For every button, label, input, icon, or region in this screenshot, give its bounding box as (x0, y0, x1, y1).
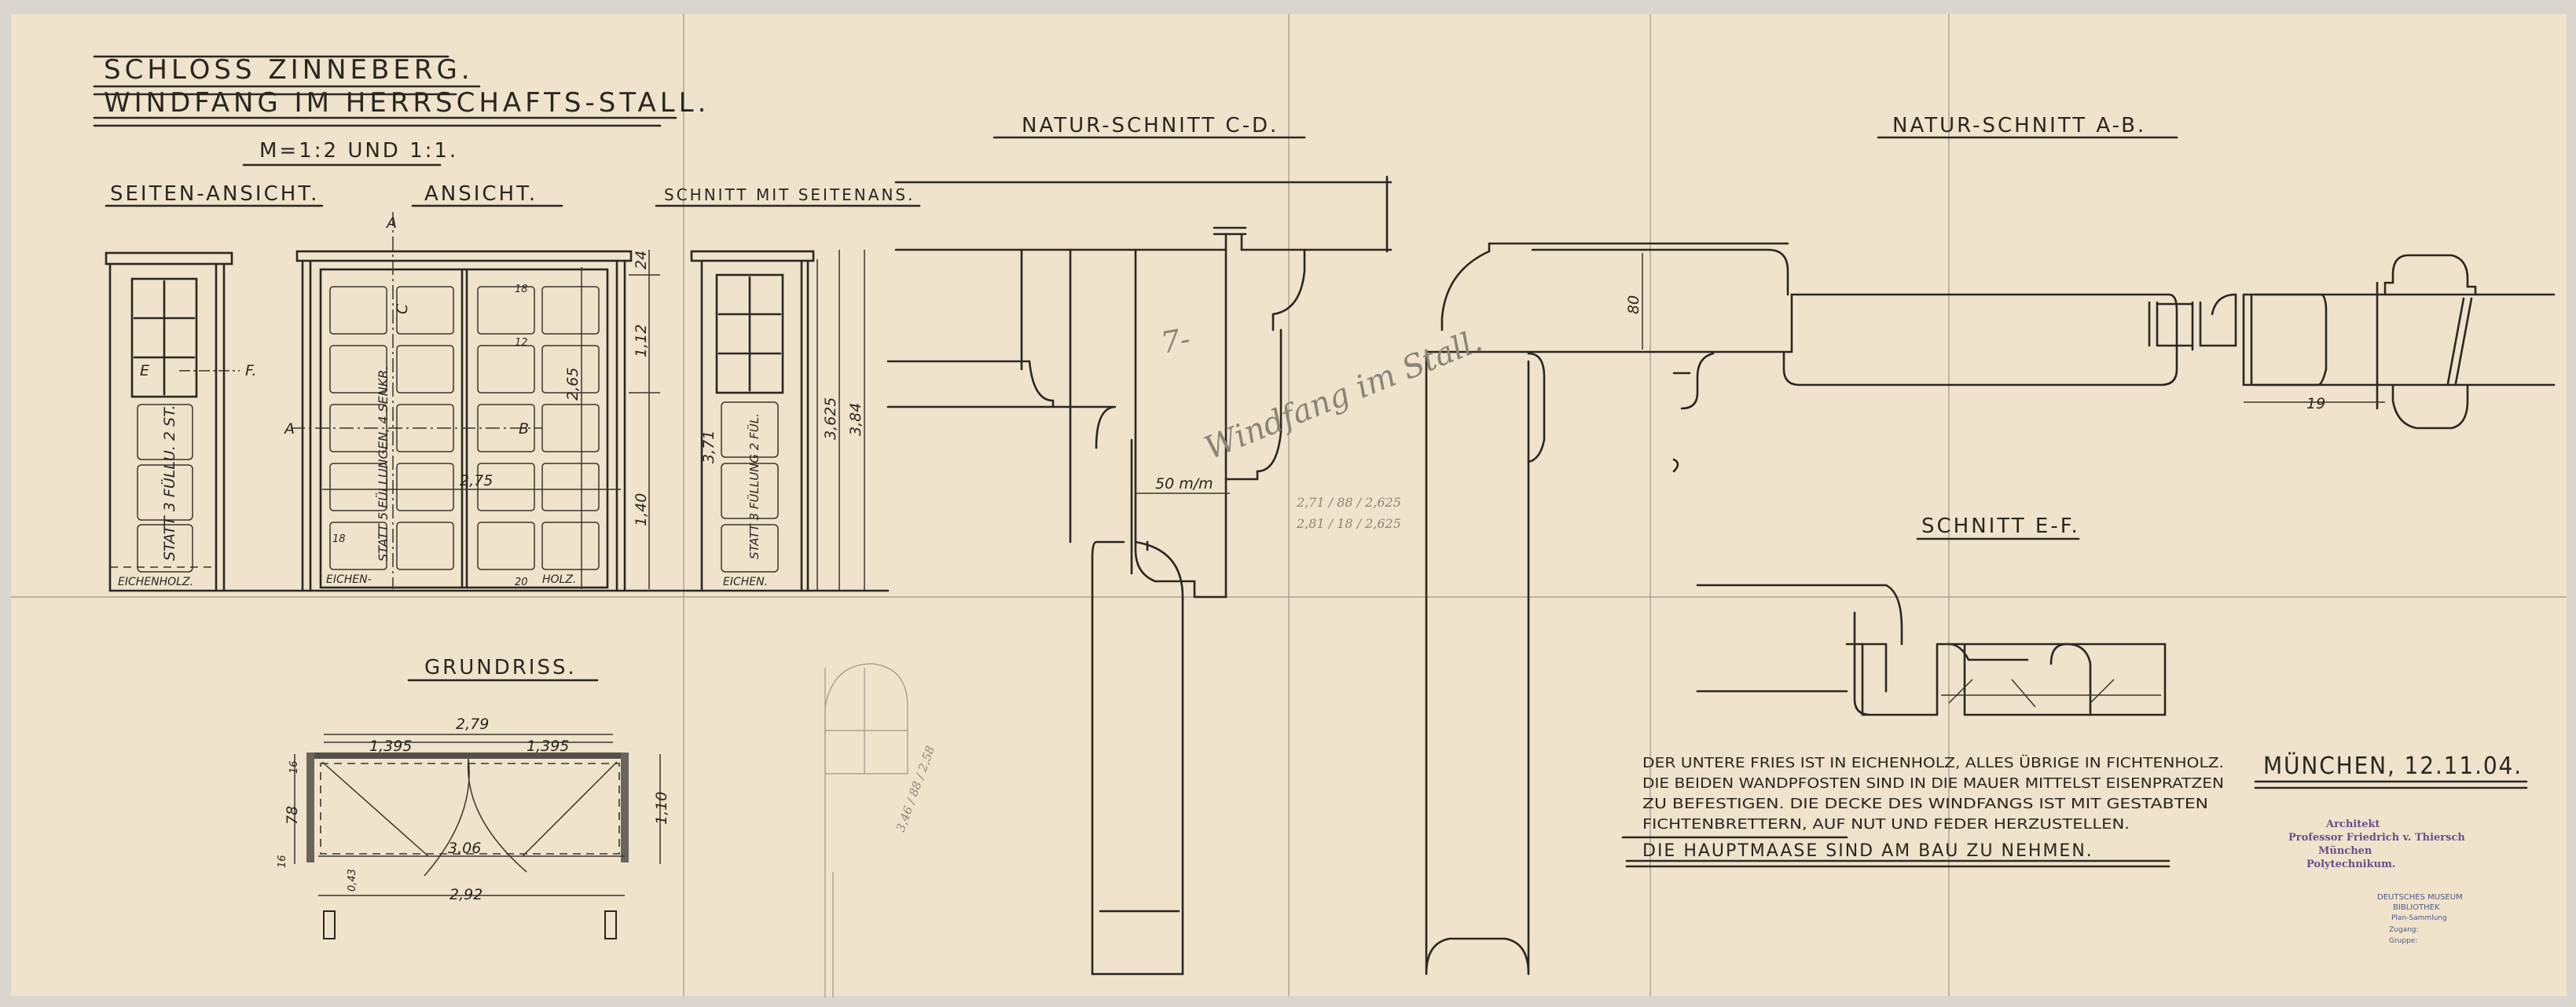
door-material-right: HOLZ. (542, 573, 576, 586)
dim-plan-leaf-right: 1,395 (527, 738, 569, 755)
mark-a: A (283, 420, 295, 438)
label-side-elevation: SEITEN-ANSICHT. (110, 182, 319, 206)
mark-e: E (140, 362, 149, 379)
dim-plan-total: 2,79 (456, 716, 489, 733)
dim-upper: 1,12 (633, 324, 650, 357)
dim-plan-opening: 2,92 (450, 886, 483, 903)
mark-f: F. (245, 362, 257, 379)
section-side-view: STATT 3 FÜLLUNG 2 FÜL. EICHEN. 3,71 3,62… (108, 250, 890, 592)
dim-plan-depth: 1,10 (653, 792, 670, 825)
stamp-museum-line-5: Gruppe: (2389, 937, 2417, 945)
stamp-architect-line-3: München (2318, 845, 2372, 857)
section-material: EICHEN. (723, 576, 768, 588)
door-panel (541, 345, 600, 394)
side-panels-note: STATT 3 FÜLLU. 2 ST. (160, 405, 178, 562)
dim-plan-jamb: 0,43 (347, 869, 358, 892)
note-line-3: ZU BEFESTIGEN. DIE DECKE DES WINDFANGS I… (1642, 796, 2208, 812)
stamp-museum-line-2: BIBLIOTHEK (2393, 903, 2440, 912)
title-block: SCHLOSS ZINNEBERG. WINDFANG IM HERRSCHAF… (93, 54, 710, 167)
door-panel (329, 286, 387, 335)
dim-plan-inner: 3,06 (448, 840, 481, 857)
door-panel (329, 404, 387, 452)
dim-door-width: 2,75 (460, 472, 493, 489)
dim-plan-small-1: 16 (288, 760, 300, 774)
door-panel (477, 463, 535, 511)
stamp-architect-line-2: Professor Friedrich v. Thiersch (2288, 832, 2465, 844)
stamp-architect-line-4: Polytechnikum. (2306, 859, 2395, 870)
dim-door-height: 2,65 (564, 368, 582, 401)
section-panels-note: STATT 3 FÜLLUNG 2 FÜL. (747, 413, 761, 559)
door-panel (329, 463, 387, 511)
door-panel (477, 522, 535, 570)
dim-profile-height: 80 (1625, 295, 1642, 314)
label-plan: GRUNDRISS. (424, 656, 577, 679)
dim-total-2: 3,625 (822, 397, 839, 440)
title-line-1: SCHLOSS ZINNEBERG. (104, 54, 474, 86)
mark-c: C (394, 303, 411, 314)
label-section-side: SCHNITT MIT SEITENANS. (664, 185, 915, 204)
dim-bottom: 20 (515, 577, 528, 588)
museum-stamp: DEUTSCHES MUSEUM BIBLIOTHEK Plan-Sammlun… (2377, 893, 2463, 945)
dim-ab-width: 19 (2306, 395, 2325, 412)
stamp-museum-line-3: Plan-Sammlung (2391, 914, 2447, 922)
door-panel (396, 522, 454, 570)
architect-stamp: Architekt Professor Friedrich v. Thiersc… (2288, 818, 2465, 870)
section-ab-profile: 80 19 (1425, 242, 2556, 976)
mark-a-top: A (385, 214, 397, 232)
scale-label: M=1:2 UND 1:1. (259, 139, 458, 163)
door-panels-note: STATT 5 FÜLLUNGEN, 4 SENKR. (376, 366, 391, 562)
title-line-2: WINDFANG IM HERRSCHAFTS-STALL. (104, 87, 710, 119)
front-elevation: A C STATT 5 FÜLLUNGEN, 4 SENKR. A B 2,75… (283, 212, 660, 592)
note-line-1: DER UNTERE FRIES IST IN EICHENHOLZ, ALLE… (1642, 754, 2224, 771)
note-main: DIE HAUPTMAASE SIND AM BAU ZU NEHMEN. (1642, 841, 2093, 861)
dim-profile-width: 50 m/m (1155, 475, 1213, 493)
door-panel (329, 345, 387, 394)
door-panel (396, 345, 454, 394)
dim-total-1: 3,71 (700, 430, 717, 463)
dim-top: 24 (633, 251, 650, 269)
notes-block: DER UNTERE FRIES IST IN EICHENHOLZ, ALLE… (1621, 752, 2528, 868)
dim-rail-top: 18 (515, 284, 528, 295)
side-elevation: STATT 3 FÜLLU. 2 ST. EICHENHOLZ. E F. (105, 251, 257, 592)
dim-lower: 1,40 (633, 493, 650, 526)
mark-b: B (519, 420, 529, 438)
dim-rail: 12 (515, 337, 528, 349)
label-section-ef: SCHNITT E-F. (1921, 514, 2080, 538)
dim-plan-side: 78 (284, 806, 301, 825)
door-panel (541, 522, 600, 570)
dim-stile: 18 (332, 533, 346, 545)
fold-lines (11, 14, 2567, 996)
label-section-ab: NATUR-SCHNITT A-B. (1892, 114, 2146, 137)
label-section-cd: NATUR-SCHNITT C-D. (1022, 114, 1279, 137)
door-panel (477, 345, 535, 394)
floor-plan: 2,79 1,395 1,395 3,06 2,92 1,10 78 16 16… (277, 668, 834, 998)
place-date: MÜNCHEN, 12.11.04. (2263, 752, 2523, 780)
door-panel (396, 286, 454, 335)
stamp-museum-line-4: Zugang: (2389, 926, 2419, 934)
section-cd-profile: 50 m/m (886, 175, 1393, 976)
door-panel (541, 463, 600, 511)
note-line-4: FICHTENBRETTERN, AUF NUT UND FEDER HERZU… (1642, 816, 2130, 833)
door-panel (541, 286, 600, 335)
section-ef-drawing (1696, 584, 2167, 716)
view-labels: SEITEN-ANSICHT. ANSICHT. SCHNITT MIT SEI… (105, 114, 2178, 682)
door-material-left: EICHEN- (326, 573, 372, 586)
dim-plan-small-2: 16 (277, 855, 288, 868)
pencil-calc-1: 2,71 / 88 / 2,625 (1296, 495, 1401, 510)
note-line-2: DIE BEIDEN WANDPFOSTEN SIND IN DIE MAUER… (1642, 775, 2224, 792)
door-panel (329, 522, 387, 570)
dim-total-3: 3,84 (847, 403, 864, 436)
pencil-number: 7- (1158, 321, 1193, 361)
door-panel (396, 463, 454, 511)
pencil-calc-2: 2,81 / 18 / 2,625 (1296, 516, 1401, 531)
label-elevation: ANSICHT. (424, 182, 538, 206)
stamp-museum-line-1: DEUTSCHES MUSEUM (2377, 893, 2463, 902)
stamp-architect-line-1: Architekt (2325, 818, 2380, 830)
door-panel (477, 286, 535, 335)
dim-plan-leaf-left: 1,395 (369, 738, 412, 755)
side-material: EICHENHOLZ. (118, 576, 193, 588)
